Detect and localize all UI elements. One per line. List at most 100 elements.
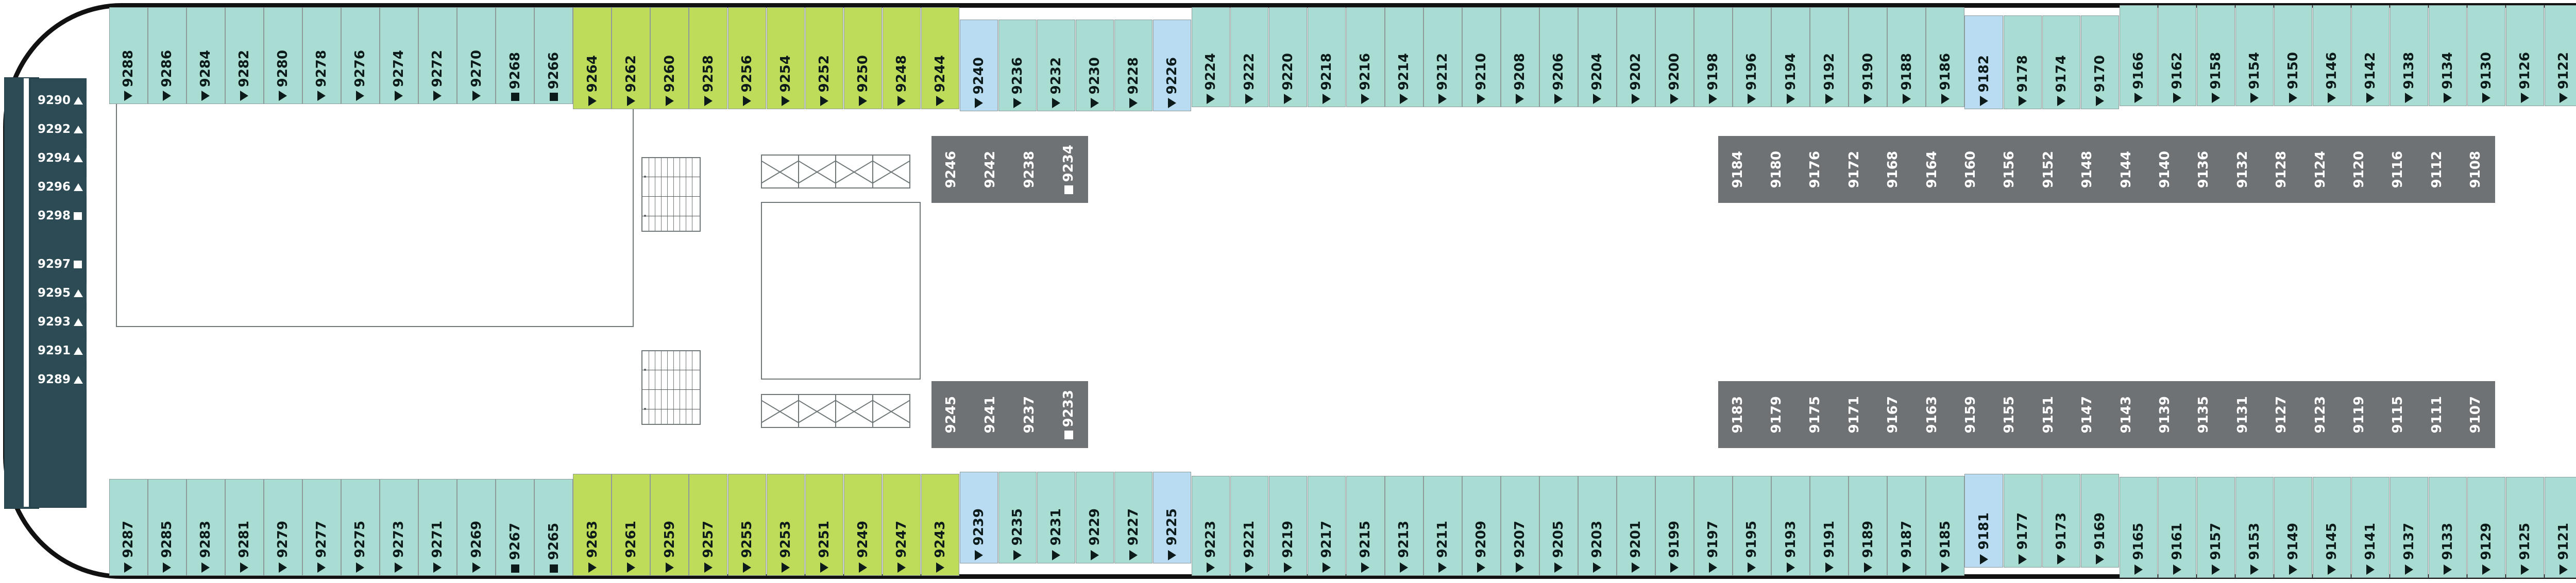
cabin-9163[interactable]: 9163 <box>1912 381 1951 448</box>
cabin-9209[interactable]: 9209 <box>1462 476 1501 576</box>
cabin-9196[interactable]: 9196 <box>1733 7 1771 107</box>
cabin-9246[interactable]: 9246 <box>931 136 971 203</box>
cabin-9260[interactable]: 9260 <box>650 7 689 109</box>
cabin-9157[interactable]: 9157 <box>2196 477 2235 578</box>
cabin-9250[interactable]: 9250 <box>843 7 883 109</box>
cabin-9282[interactable]: 9282 <box>225 7 264 104</box>
cabin-9262[interactable]: 9262 <box>612 7 650 109</box>
cabin-9162[interactable]: 9162 <box>2158 5 2197 106</box>
cabin-9195[interactable]: 9195 <box>1733 476 1771 576</box>
cabin-9178[interactable]: 9178 <box>2003 15 2042 109</box>
cabin-9254[interactable]: 9254 <box>766 7 805 109</box>
cabin-9130[interactable]: 9130 <box>2467 5 2506 106</box>
cabin-9138[interactable]: 9138 <box>2389 5 2429 106</box>
aft-stairwell-lower[interactable] <box>641 350 701 425</box>
cabin-9128[interactable]: 9128 <box>2262 136 2301 203</box>
cabin-9155[interactable]: 9155 <box>1990 381 2029 448</box>
cabin-9219[interactable]: 9219 <box>1268 476 1308 576</box>
cabin-9239[interactable]: 9239 <box>959 472 998 563</box>
cabin-9226[interactable]: 9226 <box>1153 20 1192 111</box>
cabin-9184[interactable]: 9184 <box>1718 136 1757 203</box>
cabin-9174[interactable]: 9174 <box>2042 15 2080 109</box>
cabin-9288[interactable]: 9288 <box>109 7 148 104</box>
cabin-9165[interactable]: 9165 <box>2119 477 2158 578</box>
cabin-9213[interactable]: 9213 <box>1385 476 1423 576</box>
cabin-9172[interactable]: 9172 <box>1835 136 1873 203</box>
cabin-9237[interactable]: 9237 <box>1010 381 1049 448</box>
aft-label-9298[interactable]: 9298 <box>34 206 86 226</box>
cabin-9245[interactable]: 9245 <box>931 381 971 448</box>
cabin-9166[interactable]: 9166 <box>2119 5 2158 106</box>
cabin-9272[interactable]: 9272 <box>418 7 457 104</box>
cabin-9181[interactable]: 9181 <box>1964 474 2003 568</box>
aft-stairwell-upper[interactable] <box>641 157 701 232</box>
cabin-9259[interactable]: 9259 <box>650 474 689 576</box>
cabin-9183[interactable]: 9183 <box>1718 381 1757 448</box>
cabin-9115[interactable]: 9115 <box>2379 381 2417 448</box>
cabin-9240[interactable]: 9240 <box>959 20 998 111</box>
aft-elevator-bank-lower[interactable] <box>761 394 910 428</box>
cabin-9177[interactable]: 9177 <box>2003 474 2042 568</box>
cabin-9276[interactable]: 9276 <box>341 7 380 104</box>
cabin-9224[interactable]: 9224 <box>1191 7 1230 107</box>
cabin-9284[interactable]: 9284 <box>187 7 225 104</box>
cabin-9244[interactable]: 9244 <box>921 7 960 109</box>
cabin-9215[interactable]: 9215 <box>1346 476 1385 576</box>
cabin-9186[interactable]: 9186 <box>1926 7 1964 107</box>
cabin-9175[interactable]: 9175 <box>1796 381 1835 448</box>
cabin-9201[interactable]: 9201 <box>1617 476 1655 576</box>
aft-label-9289[interactable]: 9289 <box>34 370 87 389</box>
cabin-9190[interactable]: 9190 <box>1849 7 1887 107</box>
cabin-9188[interactable]: 9188 <box>1887 7 1926 107</box>
cabin-9256[interactable]: 9256 <box>727 7 766 109</box>
cabin-9187[interactable]: 9187 <box>1887 476 1926 576</box>
cabin-9265[interactable]: 9265 <box>534 479 573 576</box>
cabin-9124[interactable]: 9124 <box>2301 136 2340 203</box>
cabin-9270[interactable]: 9270 <box>457 7 496 104</box>
cabin-9235[interactable]: 9235 <box>998 472 1037 563</box>
cabin-9139[interactable]: 9139 <box>2145 381 2184 448</box>
cabin-9220[interactable]: 9220 <box>1268 7 1308 107</box>
cabin-9159[interactable]: 9159 <box>1951 381 1990 448</box>
cabin-9243[interactable]: 9243 <box>921 474 960 576</box>
cabin-9269[interactable]: 9269 <box>457 479 496 576</box>
cabin-9170[interactable]: 9170 <box>2080 15 2119 109</box>
cabin-9242[interactable]: 9242 <box>971 136 1010 203</box>
cabin-9152[interactable]: 9152 <box>2029 136 2067 203</box>
cabin-9229[interactable]: 9229 <box>1075 472 1114 563</box>
cabin-9228[interactable]: 9228 <box>1114 20 1153 111</box>
cabin-9167[interactable]: 9167 <box>1874 381 1912 448</box>
cabin-9119[interactable]: 9119 <box>2340 381 2378 448</box>
cabin-9206[interactable]: 9206 <box>1539 7 1578 107</box>
cabin-9221[interactable]: 9221 <box>1230 476 1269 576</box>
cabin-9217[interactable]: 9217 <box>1307 476 1346 576</box>
cabin-9263[interactable]: 9263 <box>573 474 612 576</box>
cabin-9169[interactable]: 9169 <box>2080 474 2119 568</box>
cabin-9266[interactable]: 9266 <box>534 7 573 104</box>
cabin-9232[interactable]: 9232 <box>1037 20 1076 111</box>
cabin-9116[interactable]: 9116 <box>2379 136 2417 203</box>
cabin-9108[interactable]: 9108 <box>2456 136 2495 203</box>
aft-label-9293[interactable]: 9293 <box>34 312 87 332</box>
cabin-9216[interactable]: 9216 <box>1346 7 1385 107</box>
cabin-9279[interactable]: 9279 <box>264 479 302 576</box>
cabin-9251[interactable]: 9251 <box>805 474 843 576</box>
cabin-9199[interactable]: 9199 <box>1655 476 1694 576</box>
cabin-9249[interactable]: 9249 <box>843 474 883 576</box>
cabin-9204[interactable]: 9204 <box>1578 7 1617 107</box>
cabin-9125[interactable]: 9125 <box>2505 477 2545 578</box>
cabin-9247[interactable]: 9247 <box>882 474 921 576</box>
cabin-9281[interactable]: 9281 <box>225 479 264 576</box>
cabin-9107[interactable]: 9107 <box>2456 381 2495 448</box>
cabin-9153[interactable]: 9153 <box>2235 477 2274 578</box>
cabin-9230[interactable]: 9230 <box>1075 20 1114 111</box>
aft-label-9291[interactable]: 9291 <box>34 341 87 361</box>
cabin-9200[interactable]: 9200 <box>1655 7 1694 107</box>
cabin-9231[interactable]: 9231 <box>1037 472 1076 563</box>
cabin-9189[interactable]: 9189 <box>1849 476 1887 576</box>
cabin-9287[interactable]: 9287 <box>109 479 148 576</box>
cabin-9121[interactable]: 9121 <box>2544 477 2576 578</box>
cabin-9214[interactable]: 9214 <box>1385 7 1423 107</box>
cabin-9285[interactable]: 9285 <box>148 479 187 576</box>
cabin-9144[interactable]: 9144 <box>2107 136 2145 203</box>
